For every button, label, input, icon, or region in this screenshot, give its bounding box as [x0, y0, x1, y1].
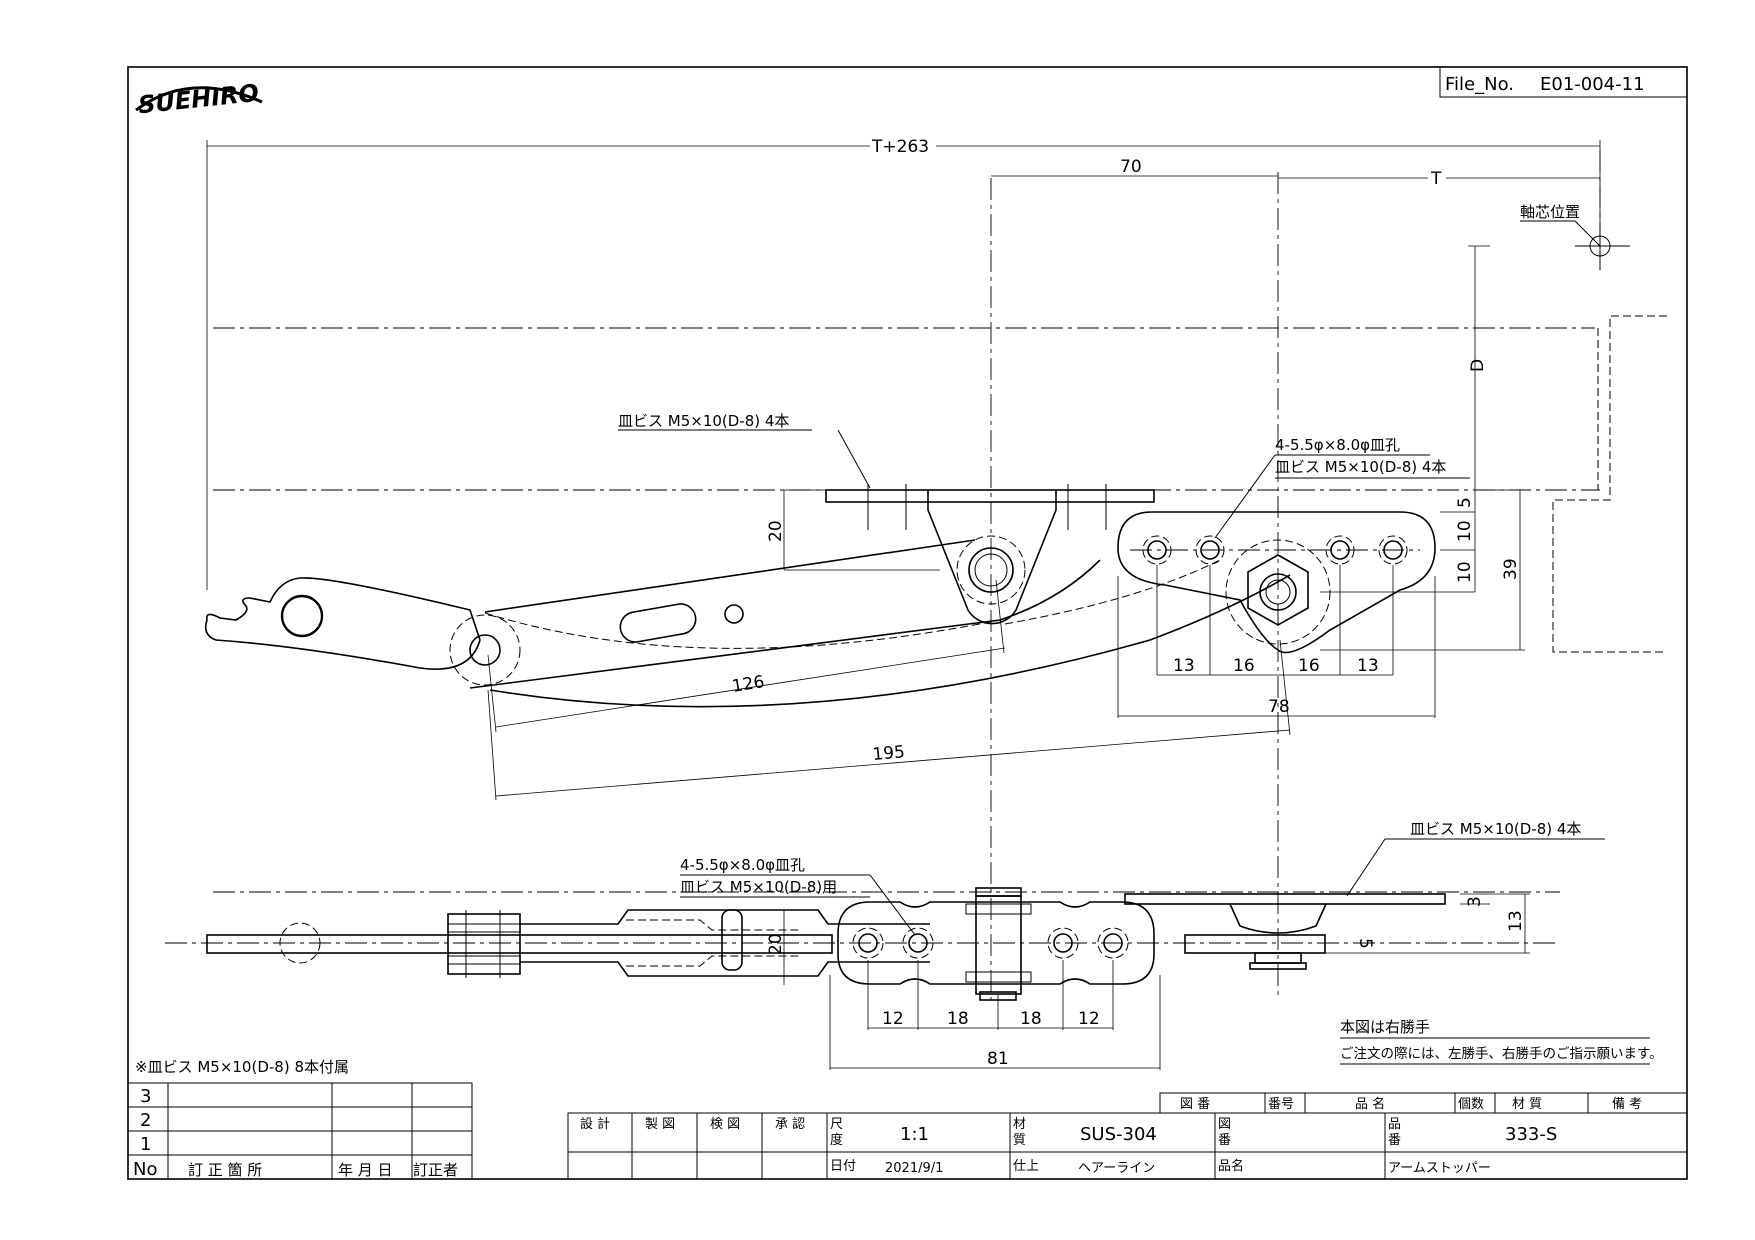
parts-header-material: 材 質 — [1512, 1097, 1542, 1112]
stopper-arm — [204, 539, 1001, 689]
dim-13b: 13 — [1357, 656, 1379, 676]
side-view-assembly — [206, 887, 1446, 1001]
dim-T: T — [1430, 169, 1442, 189]
parts-header-name: 品 名 — [1355, 1096, 1385, 1112]
dim-b18b: 18 — [1020, 1009, 1042, 1029]
dim-5: 5 — [1455, 497, 1475, 508]
tb-scale-label-1: 尺 — [830, 1117, 843, 1132]
tb-name-label: 品名 — [1218, 1158, 1244, 1174]
dim-b81: 81 — [987, 1049, 1009, 1069]
tb-design: 設 計 — [580, 1116, 610, 1132]
callout-screw-top: 皿ビス M5×10(D-8) 4本 — [618, 412, 789, 430]
parts-header-number: 番号 — [1268, 1097, 1294, 1112]
tb-material-label-1: 材 — [1013, 1117, 1026, 1132]
tb-finish-label: 仕上 — [1013, 1159, 1039, 1174]
dim-16b: 16 — [1298, 656, 1320, 676]
callout-holes-bottom-leader — [869, 874, 916, 936]
revision-header-date: 年 月 日 — [338, 1161, 393, 1179]
dim-10a: 10 — [1455, 520, 1475, 542]
callout-holes-top-2: 皿ビス M5×10(D-8) 4本 — [1275, 458, 1446, 476]
revision-header-location: 訂 正 箇 所 — [188, 1161, 262, 1179]
dim-b12a: 12 — [882, 1009, 904, 1029]
arm-small-hole — [724, 604, 744, 624]
dim-b18a: 18 — [947, 1009, 969, 1029]
arm-end-hole — [280, 594, 324, 638]
note-order: ご注文の際には、左勝手、右勝手のご指示願います。 — [1340, 1046, 1663, 1062]
dim-D: D — [1468, 359, 1488, 372]
dim-T-bg — [1428, 168, 1446, 188]
tb-scale-label-2: 度 — [830, 1132, 843, 1148]
dim-b5: 5 — [1355, 938, 1375, 949]
tb-inspect: 検 図 — [710, 1117, 740, 1132]
tb-drawing-no-label-2: 番 — [1218, 1133, 1231, 1148]
ext-126-b — [995, 579, 1005, 654]
callout-screw-top-leader — [837, 429, 871, 489]
note-right-hand: 本図は右勝手 — [1340, 1018, 1430, 1036]
tb-material: SUS-304 — [1080, 1124, 1157, 1145]
tb-drawing-no-label-1: 図 — [1218, 1117, 1231, 1132]
dim-16a: 16 — [1233, 656, 1255, 676]
file-no-value: E01-004-11 — [1540, 74, 1645, 95]
dim-13a: 13 — [1173, 656, 1195, 676]
title-block — [567, 1092, 1688, 1180]
dim-70: 70 — [1120, 157, 1142, 177]
mounting-plate-top-view — [825, 484, 1155, 625]
tb-part-no-label-2: 番 — [1388, 1133, 1401, 1148]
dim-b3: 3 — [1465, 896, 1485, 907]
arm-slot — [619, 603, 697, 643]
axis-position-label: 軸芯位置 — [1520, 203, 1580, 221]
dim-195: 195 — [872, 742, 906, 765]
dim-20: 20 — [766, 520, 786, 542]
note-accessory: ※皿ビス M5×10(D-8) 8本付属 — [135, 1058, 349, 1076]
tb-approve: 承 認 — [775, 1116, 805, 1132]
revision-table — [127, 1082, 473, 1180]
tb-part-no-label-1: 品 — [1388, 1117, 1401, 1132]
revision-row-3: 3 — [140, 1086, 151, 1107]
revision-header-no: No — [133, 1159, 157, 1180]
ext-126-a — [487, 654, 497, 733]
callout-holes-bottom-2: 皿ビス M5×10(D-8)用 — [680, 878, 837, 896]
dim-78: 78 — [1268, 697, 1290, 717]
parts-header-remarks: 備 考 — [1612, 1096, 1642, 1112]
logo-text: SUEHIRO — [137, 79, 260, 120]
ext-195-b — [1279, 639, 1291, 736]
tb-name: アームストッパー — [1388, 1161, 1491, 1176]
wall-outline — [1552, 315, 1667, 653]
dim-126: 126 — [731, 672, 766, 697]
dim-overall: T+263 — [871, 137, 929, 157]
file-no-box — [1439, 66, 1688, 98]
dim-39: 39 — [1501, 558, 1521, 580]
dim-b12b: 12 — [1078, 1009, 1100, 1029]
revision-row-2: 2 — [140, 1110, 151, 1131]
drawing-border — [127, 66, 1688, 1180]
dim-b13: 13 — [1506, 910, 1526, 932]
callout-holes-top-leader — [1214, 454, 1276, 539]
callout-holes-bottom-1: 4-5.5φ×8.0φ皿孔 — [680, 856, 805, 874]
callout-screw-bottom-right: 皿ビス M5×10(D-8) 4本 — [1410, 820, 1581, 838]
parts-header-qty: 個数 — [1458, 1097, 1484, 1112]
suehiro-logo: SUEHIRO — [135, 79, 263, 120]
callout-holes-top-1: 4-5.5φ×8.0φ皿孔 — [1275, 436, 1400, 454]
callout-screw-bottom-right-leader — [1346, 838, 1386, 897]
tb-scale: 1:1 — [900, 1124, 929, 1145]
dim-line-195 — [495, 729, 1291, 797]
wall-bracket-top-view — [1117, 511, 1436, 654]
tb-material-label-2: 質 — [1013, 1133, 1026, 1148]
axis-label-leader-2 — [1574, 220, 1601, 247]
tb-date: 2021/9/1 — [885, 1161, 943, 1176]
dim-b20: 20 — [766, 933, 786, 955]
tb-drawing: 製 図 — [645, 1117, 675, 1132]
tb-date-label: 日付 — [830, 1159, 856, 1174]
file-no-label: File_No. — [1445, 74, 1514, 95]
revision-row-1: 1 — [140, 1134, 151, 1155]
tb-finish: ヘアーライン — [1078, 1161, 1155, 1176]
dim-overall-bg — [870, 136, 936, 156]
parts-header-drawing-no: 図 番 — [1180, 1097, 1210, 1112]
revision-header-corrector: 訂正者 — [413, 1161, 458, 1179]
ext-195-a — [487, 689, 497, 801]
dim-line-126 — [495, 647, 1006, 728]
tb-part-no: 333-S — [1505, 1124, 1557, 1145]
dim-10b: 10 — [1455, 561, 1475, 583]
